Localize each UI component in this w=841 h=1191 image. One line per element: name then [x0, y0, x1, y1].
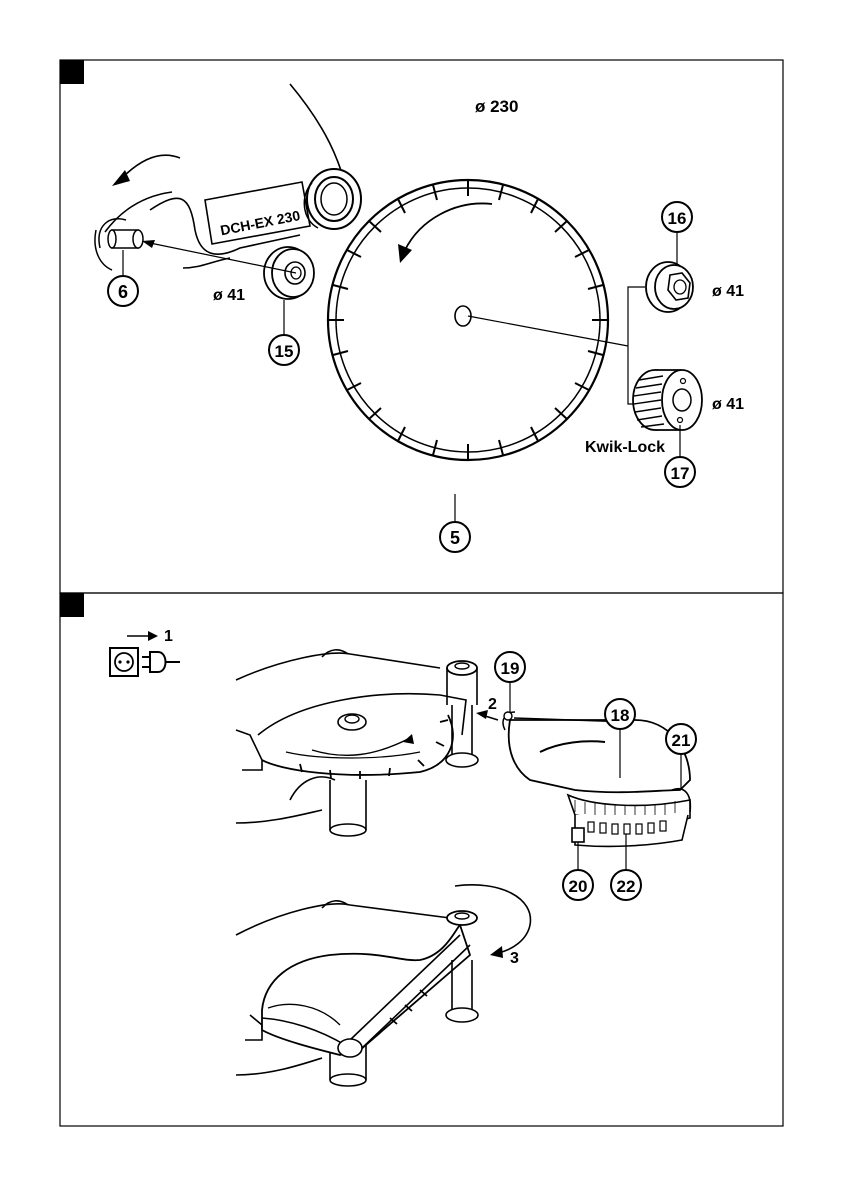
- nut-diameter-label: ø 41: [712, 283, 744, 300]
- svg-text:6: 6: [118, 282, 128, 302]
- svg-text:18: 18: [611, 706, 630, 725]
- callout-6: 6: [108, 250, 138, 306]
- flange-diameter-label: ø 41: [213, 287, 245, 304]
- spindle: [95, 219, 143, 270]
- svg-text:15: 15: [275, 342, 294, 361]
- kwik-lock-diameter-label: ø 41: [712, 396, 744, 413]
- blade-guard-part: [503, 712, 690, 846]
- blade-diameter-label: ø 230: [475, 97, 518, 116]
- panel-1-marker: [60, 60, 84, 84]
- svg-text:19: 19: [501, 659, 520, 678]
- blade-under-guard: [262, 714, 453, 779]
- model-plate: DCH-EX 230: [205, 182, 310, 244]
- svg-text:22: 22: [617, 877, 636, 896]
- step-3-label: 3: [510, 950, 519, 967]
- svg-text:20: 20: [569, 877, 588, 896]
- mounted-guard: [262, 925, 470, 1057]
- svg-text:17: 17: [671, 464, 690, 483]
- svg-text:21: 21: [672, 731, 691, 750]
- step-1-label: 1: [164, 628, 173, 645]
- callout-5: 5: [440, 494, 470, 552]
- kwik-lock-label: Kwik-Lock: [585, 439, 665, 456]
- kwik-lock-nut: [633, 370, 702, 430]
- panel-2-frame: [60, 593, 783, 1126]
- rotation-arrow-icon: [112, 155, 180, 186]
- flange-nut: [646, 262, 693, 312]
- socket-icon: [110, 648, 138, 676]
- callout-16: 16: [662, 202, 692, 265]
- panel-2-marker: [60, 593, 84, 617]
- plug-icon: [142, 652, 180, 672]
- diamond-blade: [328, 180, 608, 460]
- step-2-label: 2: [488, 696, 497, 713]
- callout-17: 17: [665, 425, 695, 487]
- svg-text:5: 5: [450, 528, 460, 548]
- unplug-step: 1: [110, 628, 180, 676]
- callout-20: 20: [563, 842, 593, 900]
- callout-15: 15: [269, 300, 299, 365]
- bearing-icon: [304, 169, 361, 229]
- flange-washer: [264, 247, 314, 299]
- guard-mount-post: [446, 661, 478, 767]
- step-2-arrow: 2: [476, 696, 498, 720]
- svg-text:16: 16: [668, 209, 687, 228]
- callout-19: 19: [495, 652, 525, 712]
